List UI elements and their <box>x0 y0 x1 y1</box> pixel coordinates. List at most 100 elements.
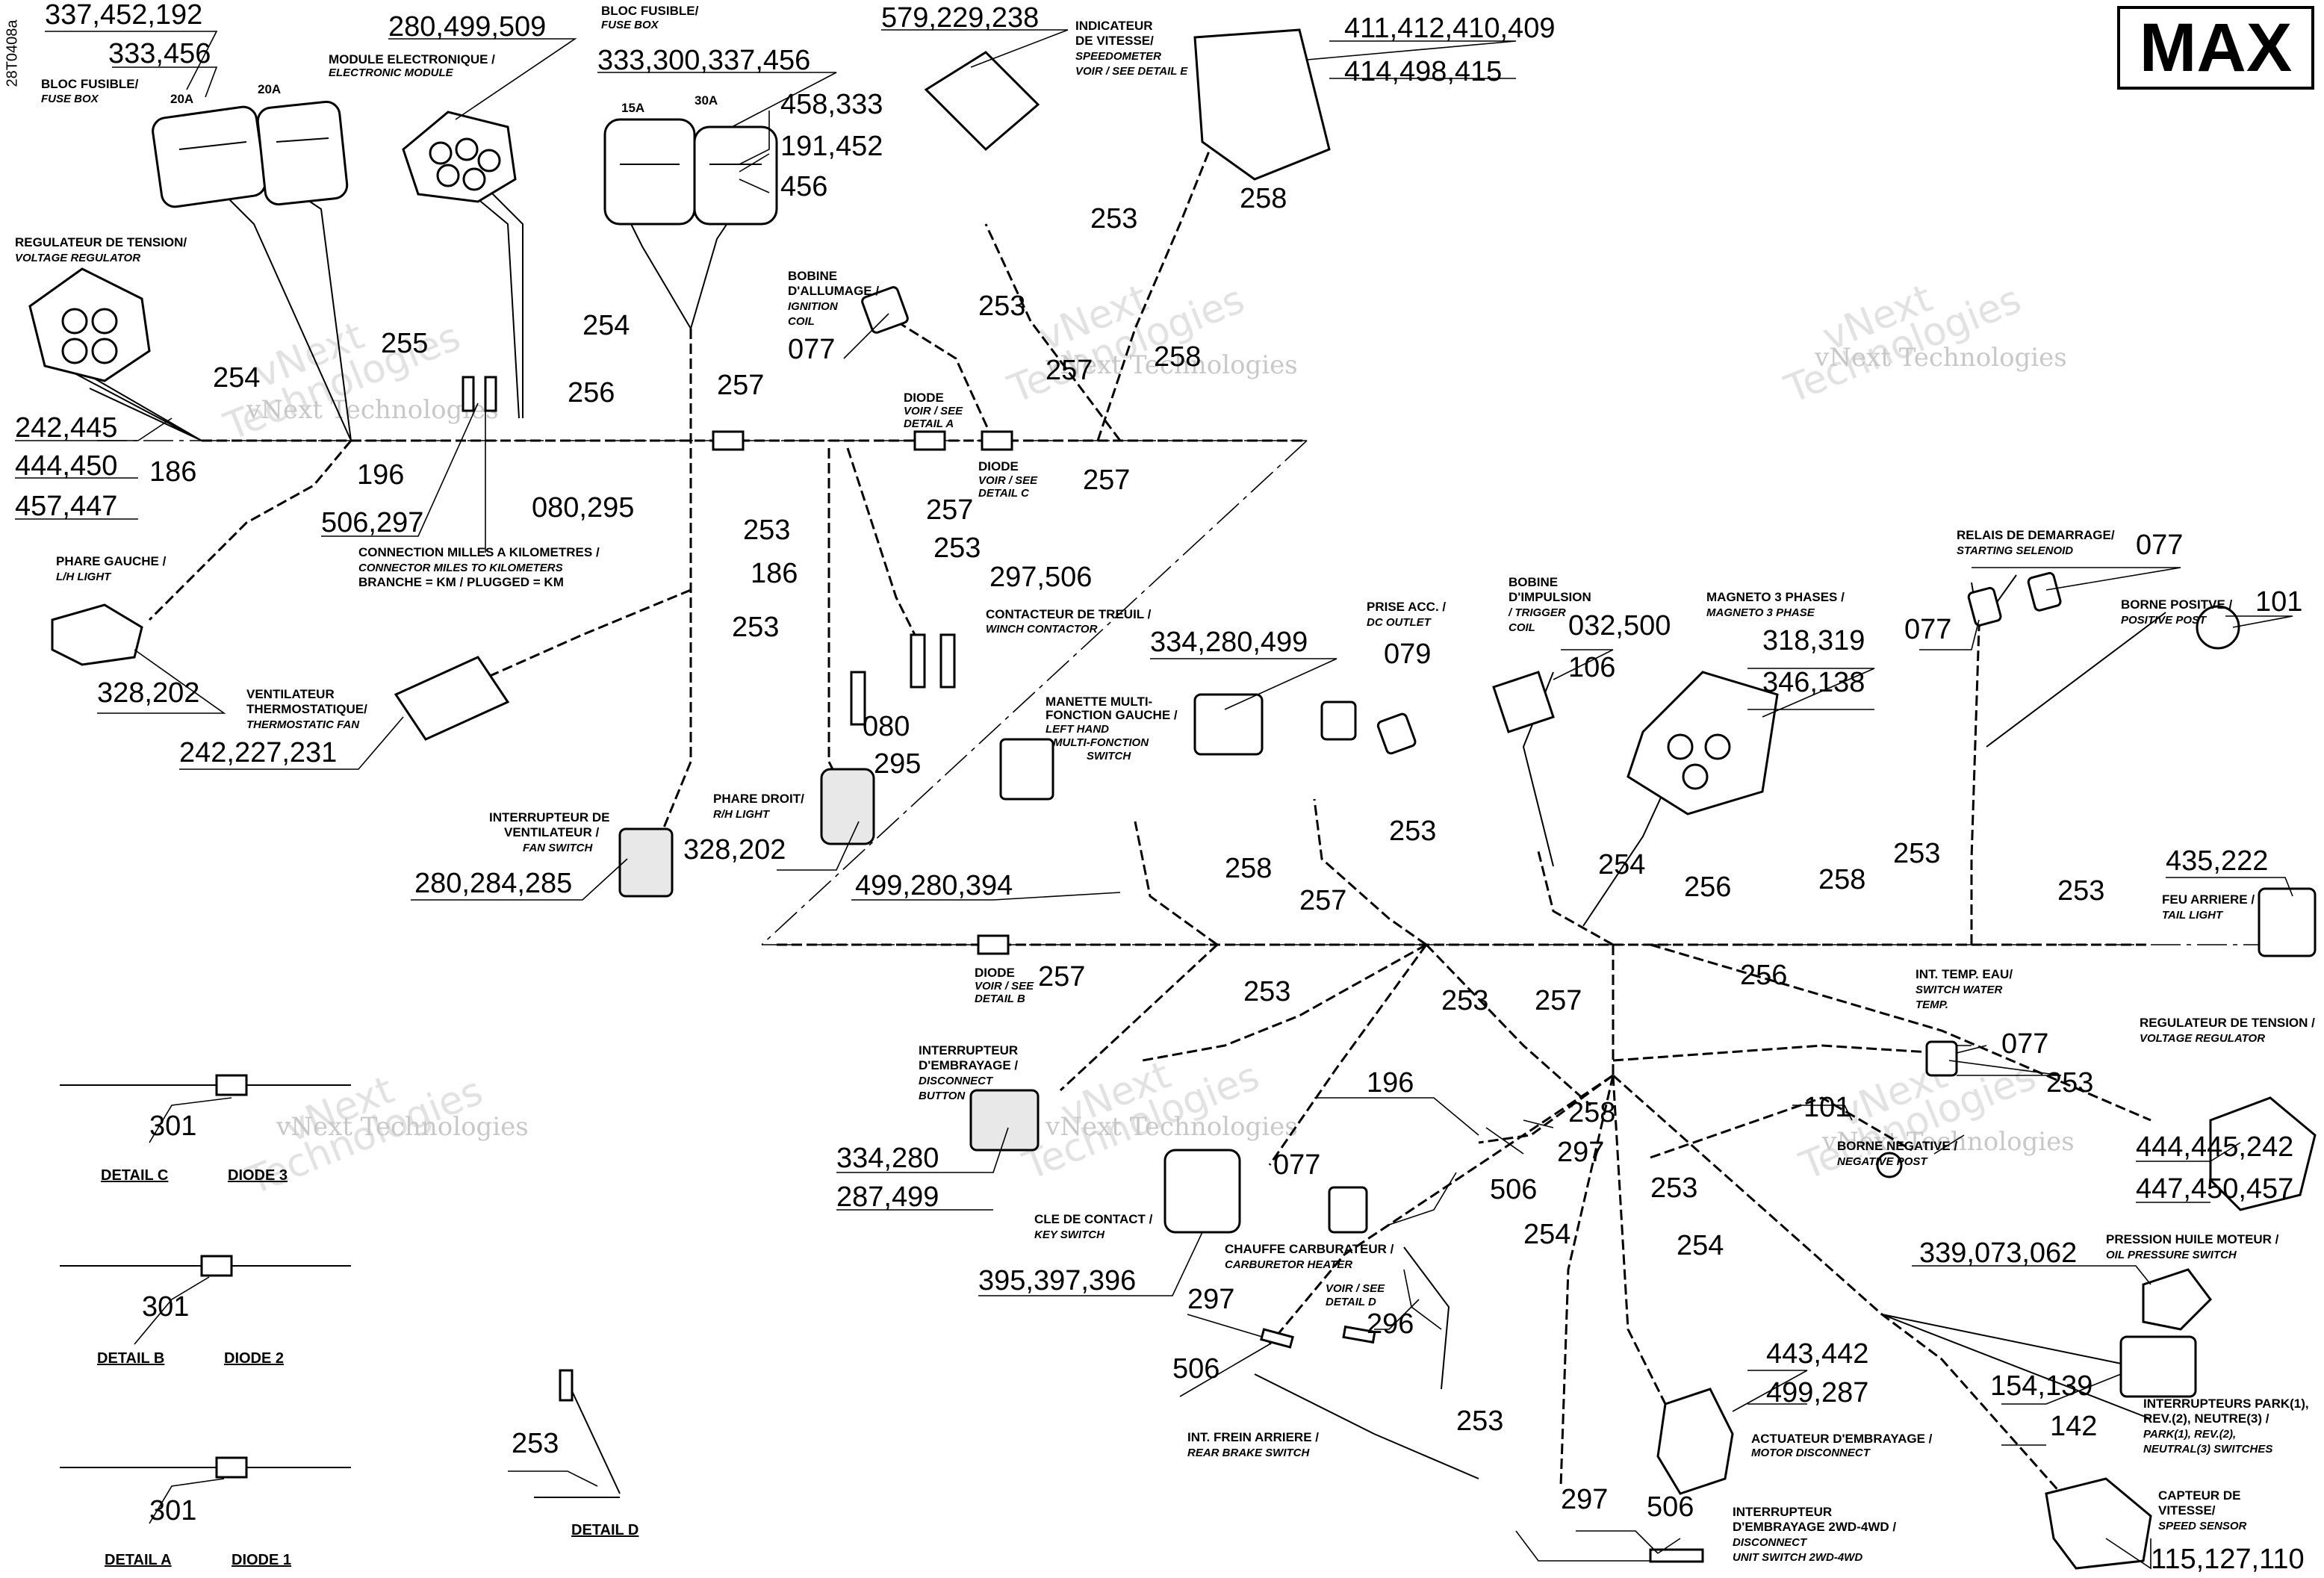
label-water-temp-1: INT. TEMP. EAU/ <box>1916 967 2013 981</box>
callout-414498415: 414,498,415 <box>1344 56 1502 87</box>
callout-339073062: 339,073,062 <box>1919 1237 2077 1269</box>
label-fan-switch-2: VENTILATEUR / <box>504 825 599 839</box>
callout-079: 079 <box>1384 639 1431 670</box>
label-diode-b-2: VOIR / SEE <box>975 980 1034 993</box>
label-dc-outlet-en: DC OUTLET <box>1367 616 1432 629</box>
label-positive-post: BORNE POSITVE / <box>2121 597 2233 612</box>
callout-444445242: 444,445,242 <box>2136 1131 2293 1163</box>
watermark-2c: vNext Technologies <box>1045 350 1298 380</box>
callout-253-f: 253 <box>1389 816 1436 847</box>
callout-254-d: 254 <box>1523 1219 1570 1250</box>
callout-296: 296 <box>1367 1308 1414 1340</box>
label-fan-switch-3: FAN SWITCH <box>523 842 593 854</box>
label-rear-brake: INT. FREIN ARRIERE / <box>1187 1430 1319 1444</box>
label-miles-km-2: CONNECTOR MILES TO KILOMETERS <box>358 562 563 574</box>
callout-253-h: 253 <box>2057 875 2104 907</box>
callout-328202-b: 328,202 <box>683 834 786 866</box>
callout-080295-a: 080,295 <box>532 492 634 524</box>
label-trigger-coil-3: / TRIGGER <box>1508 606 1566 619</box>
label-starting-solenoid-en: STARTING SELENOID <box>1957 544 2073 557</box>
callout-297-a: 297 <box>1557 1137 1604 1168</box>
callout-318319: 318,319 <box>1762 625 1865 656</box>
callout-253-g: 253 <box>1893 838 1940 869</box>
callout-297506: 297,506 <box>989 562 1092 593</box>
callout-257-c: 257 <box>1083 465 1130 496</box>
callout-254-e: 254 <box>1677 1230 1724 1261</box>
callout-257-g: 257 <box>1535 985 1582 1016</box>
label-lh-multi-4: MULTI-FONCTION <box>1053 736 1149 749</box>
callout-253-c: 253 <box>743 515 790 546</box>
callout-254-c: 254 <box>1598 849 1645 880</box>
label-diode-a-1: DIODE <box>904 391 944 405</box>
label-speed-sensor-1: CAPTEUR DE <box>2158 1488 2241 1503</box>
callout-077-b: 077 <box>2136 529 2183 561</box>
callout-257-e: 257 <box>1299 885 1346 916</box>
callout-032500: 032,500 <box>1568 610 1671 642</box>
label-detail-c: DETAIL C <box>101 1167 168 1184</box>
label-rear-brake-en: REAR BRAKE SWITCH <box>1187 1447 1310 1459</box>
callout-258-b: 258 <box>1154 341 1201 373</box>
label-oil-pressure-en: OIL PRESSURE SWITCH <box>2106 1249 2237 1261</box>
label-fuse-box-2: BLOC FUSIBLE/ <box>601 4 699 18</box>
watermark-4c: vNext Technologies <box>276 1112 529 1142</box>
label-diode-a-2: VOIR / SEE <box>904 405 963 417</box>
callouts: 337,452,192 333,456 280,499,509 333,300,… <box>15 0 2305 1575</box>
callout-255: 255 <box>381 328 428 359</box>
callout-101-b: 101 <box>1803 1092 1851 1123</box>
label-winch-contactor-en: WINCH CONTACTOR <box>986 623 1098 636</box>
label-disconnect-button-4: BUTTON <box>919 1090 966 1102</box>
label-disconnect-button-2: D'EMBRAYAGE / <box>919 1058 1018 1072</box>
label-fan-switch-1: INTERRUPTEUR DE <box>489 810 610 824</box>
label-amp-30a: 30A <box>695 93 718 108</box>
label-diode-c-1: DIODE <box>978 459 1019 473</box>
label-lh-multi-1: MANETTE MULTI- <box>1046 695 1152 709</box>
label-unit-switch-1: INTERRUPTEUR <box>1733 1505 1832 1519</box>
label-starting-solenoid: RELAIS DE DEMARRAGE/ <box>1957 528 2115 542</box>
callout-297-c: 297 <box>1561 1484 1608 1515</box>
callout-258-e: 258 <box>1568 1097 1615 1128</box>
label-tail-light: FEU ARRIERE / <box>2162 892 2255 907</box>
label-tail-light-en: TAIL LIGHT <box>2162 909 2224 922</box>
label-amp-15a: 15A <box>621 101 644 115</box>
label-diode-c-2: VOIR / SEE <box>978 474 1038 487</box>
label-magneto: MAGNETO 3 PHASES / <box>1706 590 1845 604</box>
label-water-temp-2: SWITCH WATER <box>1916 984 2003 996</box>
callout-301-a: 301 <box>149 1110 196 1142</box>
callout-334280499: 334,280,499 <box>1150 627 1308 658</box>
label-park-switches-4: NEUTRAL(3) SWITCHES <box>2143 1443 2272 1456</box>
label-key-switch-en: KEY SWITCH <box>1034 1228 1105 1241</box>
callout-196-b: 196 <box>1367 1067 1414 1099</box>
callout-295: 295 <box>874 748 921 780</box>
callout-256-a: 256 <box>568 377 615 409</box>
callout-506-c: 506 <box>1647 1491 1694 1523</box>
callout-333456: 333,456 <box>108 38 211 69</box>
callout-242227231: 242,227,231 <box>179 737 337 768</box>
label-diode-a-3: DETAIL A <box>904 417 954 430</box>
label-speedometer-1: INDICATEUR <box>1075 19 1153 33</box>
connectors <box>28 28 2317 1570</box>
callout-506297: 506,297 <box>321 507 423 538</box>
callout-080: 080 <box>863 711 910 742</box>
callout-106: 106 <box>1568 652 1615 683</box>
callout-506-a: 506 <box>1490 1174 1537 1205</box>
label-amp-20a-2: 20A <box>258 82 281 96</box>
callout-077-c: 077 <box>1904 614 1951 645</box>
component-labels: BLOC FUSIBLE/ FUSE BOX 20A 20A MODULE EL… <box>15 4 2315 1568</box>
label-lh-multi-5: SWITCH <box>1087 750 1131 762</box>
callout-579229238: 579,229,238 <box>881 2 1039 34</box>
label-dc-outlet: PRISE ACC. / <box>1367 600 1446 614</box>
label-lh-light: PHARE GAUCHE / <box>56 554 167 568</box>
callout-115127110: 115,127,110 <box>2151 1544 2305 1575</box>
callout-256-b: 256 <box>1684 872 1731 903</box>
label-unit-switch-3: DISCONNECT <box>1733 1536 1808 1549</box>
label-speedometer-4: VOIR / SEE DETAIL E <box>1075 65 1188 78</box>
label-diode-3: DIODE 3 <box>228 1167 288 1184</box>
callout-186-a: 186 <box>149 456 196 488</box>
label-detail-d: DETAIL D <box>571 1522 639 1538</box>
callout-280499509: 280,499,509 <box>388 11 546 43</box>
label-speed-sensor-3: SPEED SENSOR <box>2158 1520 2247 1532</box>
label-detail-b: DETAIL B <box>97 1350 164 1367</box>
callout-301-c: 301 <box>149 1495 196 1526</box>
callout-258-d: 258 <box>1818 864 1865 895</box>
